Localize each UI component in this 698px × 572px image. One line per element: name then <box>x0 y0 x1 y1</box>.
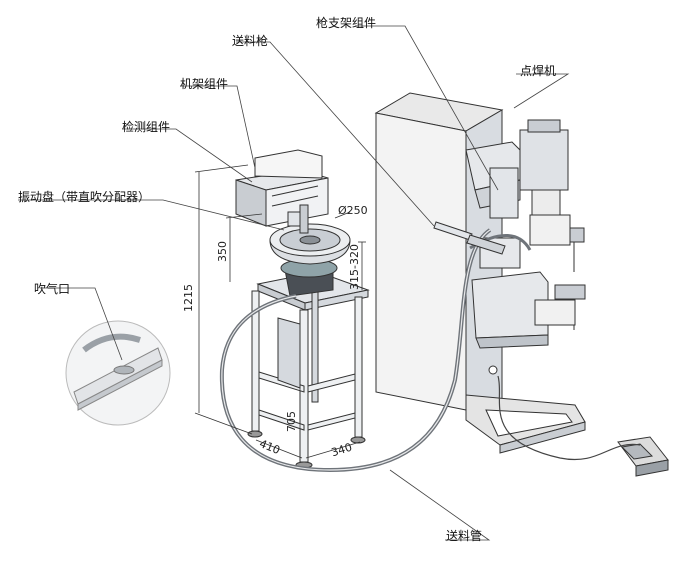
cable-grommet <box>488 365 498 375</box>
dim-height-315-320: 315-320 <box>348 244 361 290</box>
label-feed-tube: 送料管 <box>446 529 483 543</box>
label-detection-assembly: 检测组件 <box>122 120 171 134</box>
air-outlet-inset <box>65 320 171 426</box>
label-frame-assembly: 机架组件 <box>180 77 229 91</box>
detection-box <box>235 149 329 234</box>
power-cable <box>497 375 641 461</box>
feed-gun <box>433 221 506 255</box>
frame-stand <box>247 271 370 469</box>
label-air-outlet: 吹气口 <box>34 282 71 296</box>
dim-height-350: 350 <box>216 241 229 262</box>
label-feed-gun: 送料枪 <box>232 34 269 48</box>
label-gun-holder-assembly: 枪支架组件 <box>316 16 377 30</box>
vibratory-bowl <box>269 223 351 297</box>
dim-height-1215: 1215 <box>182 284 195 312</box>
leader-lines <box>18 25 570 541</box>
dimension-lines <box>194 164 366 460</box>
label-spot-welder: 点焊机 <box>520 64 557 78</box>
label-vibratory-bowl: 振动盘（带直吹分配器） <box>18 190 151 204</box>
dim-depth-705: 705 <box>285 411 298 432</box>
dim-bowl-diameter: Ø250 <box>338 204 368 217</box>
spot-welder-body <box>374 92 586 454</box>
feed-tube-inner <box>221 229 491 471</box>
foot-switch <box>617 436 669 477</box>
